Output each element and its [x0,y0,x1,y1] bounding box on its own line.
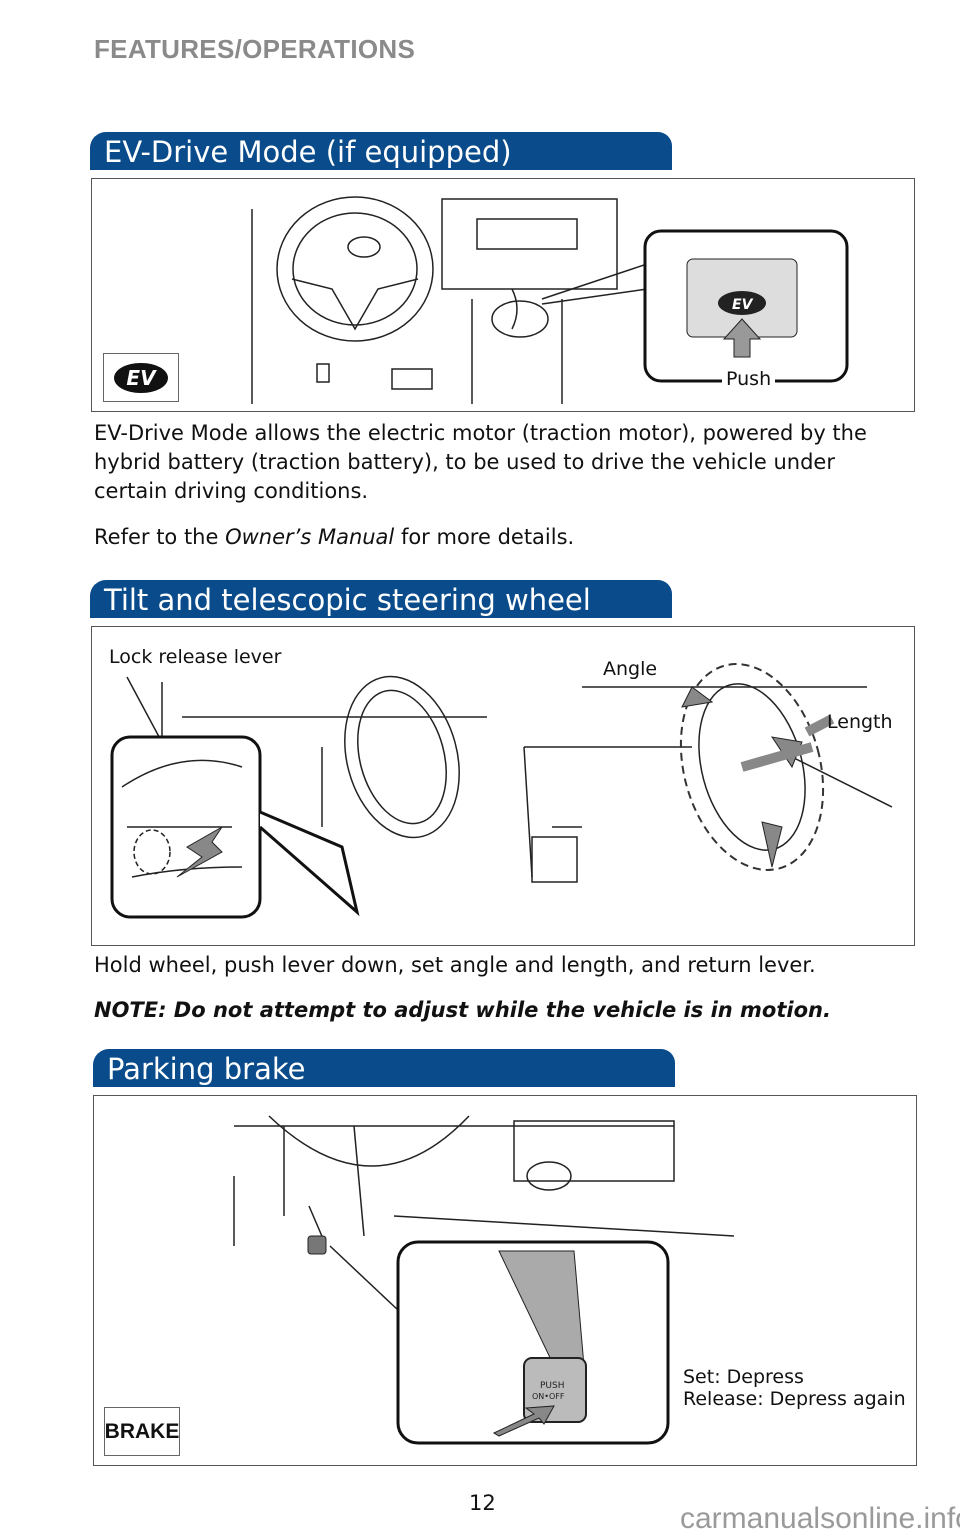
ev-button-icon: EV [103,353,179,402]
length-label: Length [827,711,893,733]
set-instruction: Set: Depress [683,1366,804,1388]
ev-mode-banner: EV-Drive Mode (if equipped) [90,132,672,170]
parking-brake-banner: Parking brake [93,1049,675,1087]
angle-label: Angle [603,658,658,680]
release-instruction: Release: Depress again [683,1388,906,1410]
push-label: Push [722,368,776,390]
page-number: 12 [469,1491,496,1515]
ev-mode-description: EV-Drive Mode allows the electric motor … [94,421,867,503]
pedal-push-text: PUSH [540,1381,565,1391]
svg-text:EV: EV [732,297,754,313]
brake-instructions: Set: Depress Release: Depress again [683,1366,906,1410]
watermark: carmanualsonline.info [680,1502,960,1535]
pedal-onoff-text: ON•OFF [532,1392,565,1401]
dashboard-drawing: EV [251,196,849,404]
brake-icon-text: BRAKE [104,1419,180,1443]
parking-brake-drawing: PUSH ON•OFF [233,1115,735,1445]
parking-brake-illustration: PUSH ON•OFF BRAKE Set: Depress Release: … [93,1095,917,1466]
refer-suffix: for more details. [394,525,575,549]
ev-mode-reference: Refer to the Owner’s Manual for more det… [94,523,574,552]
owners-manual-ref: Owner’s Manual [225,525,395,549]
steering-illustration: Lock release lever Angle Length [91,626,915,946]
lock-release-lever-label: Lock release lever [109,646,282,668]
steering-banner: Tilt and telescopic steering wheel [90,580,672,618]
section-header: FEATURES/OPERATIONS [94,34,416,64]
steering-drawing [110,663,893,919]
refer-prefix: Refer to the [94,525,226,549]
brake-indicator-icon: BRAKE [104,1407,180,1456]
steering-note: NOTE: Do not attempt to adjust while the… [94,998,831,1022]
ev-mode-illustration: EV EV Push [91,178,915,412]
ev-icon-text: EV [114,362,168,393]
steering-instructions: Hold wheel, push lever down, set angle a… [94,953,816,977]
